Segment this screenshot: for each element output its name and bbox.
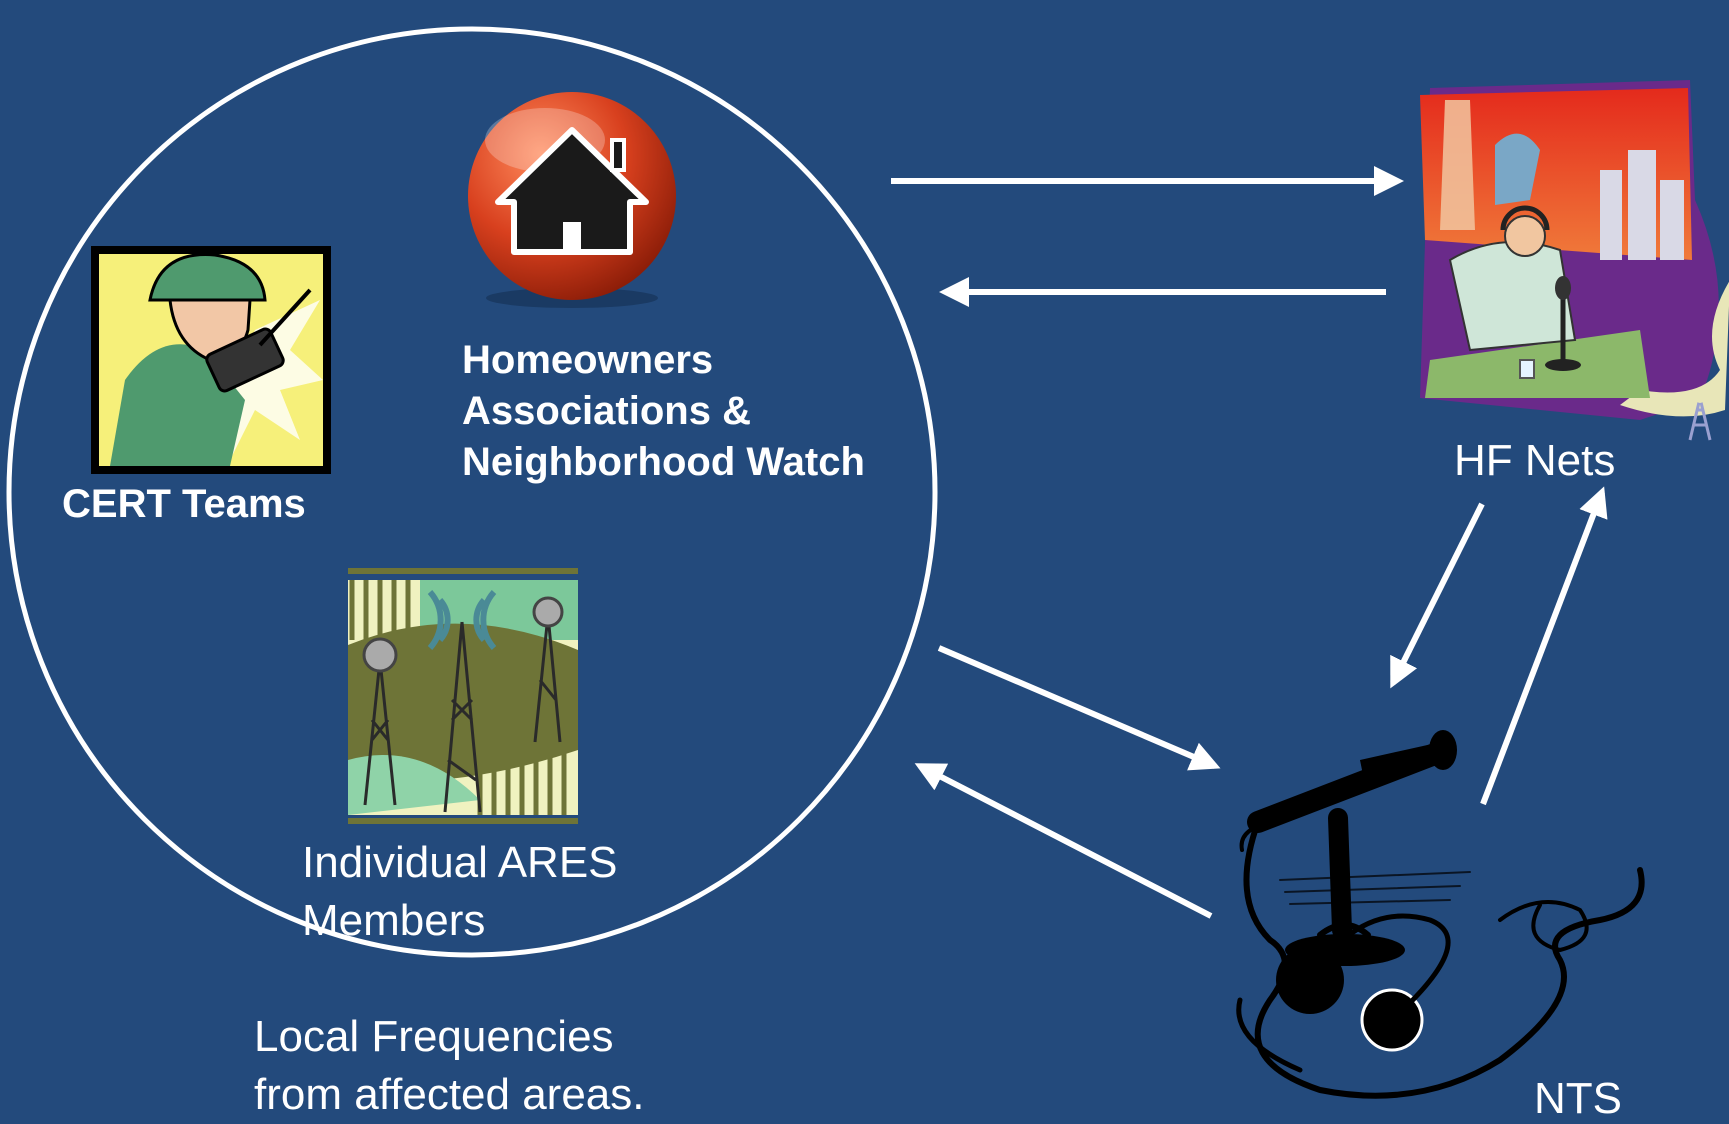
house-icon	[468, 92, 676, 308]
microphone-icon	[1236, 730, 1645, 1099]
homeowners-label: Homeowners Associations & Neighborhood W…	[462, 335, 865, 488]
local-frequencies-caption: Local Frequencies from affected areas.	[254, 1008, 645, 1124]
radio-towers-icon	[348, 568, 578, 824]
cert-teams-label: CERT Teams	[62, 482, 306, 526]
arrow-nts-to-hf	[1480, 486, 1608, 806]
nts-label: NTS	[1534, 1074, 1622, 1123]
arrow-hf-to-nts	[1390, 502, 1485, 689]
homeowners-label-line: Associations &	[462, 389, 751, 433]
arrow-local-to-nts	[937, 645, 1221, 771]
homeowners-label-line: Homeowners	[462, 338, 714, 382]
arrow-nts-to-local	[914, 763, 1213, 919]
homeowners-label-line: Neighborhood Watch	[462, 440, 865, 484]
ares-members-label: Individual ARES Members	[302, 834, 618, 950]
radio-operator-icon	[1420, 80, 1729, 441]
soldier-radio-icon	[91, 246, 331, 474]
local-frequencies-line: Local Frequencies	[254, 1012, 614, 1061]
hf-nets-label: HF Nets	[1454, 436, 1616, 485]
local-frequencies-line: from affected areas.	[254, 1070, 645, 1119]
ares-label-line: Members	[302, 896, 486, 945]
local-area-circle	[6, 26, 938, 958]
ares-label-line: Individual ARES	[302, 838, 618, 887]
